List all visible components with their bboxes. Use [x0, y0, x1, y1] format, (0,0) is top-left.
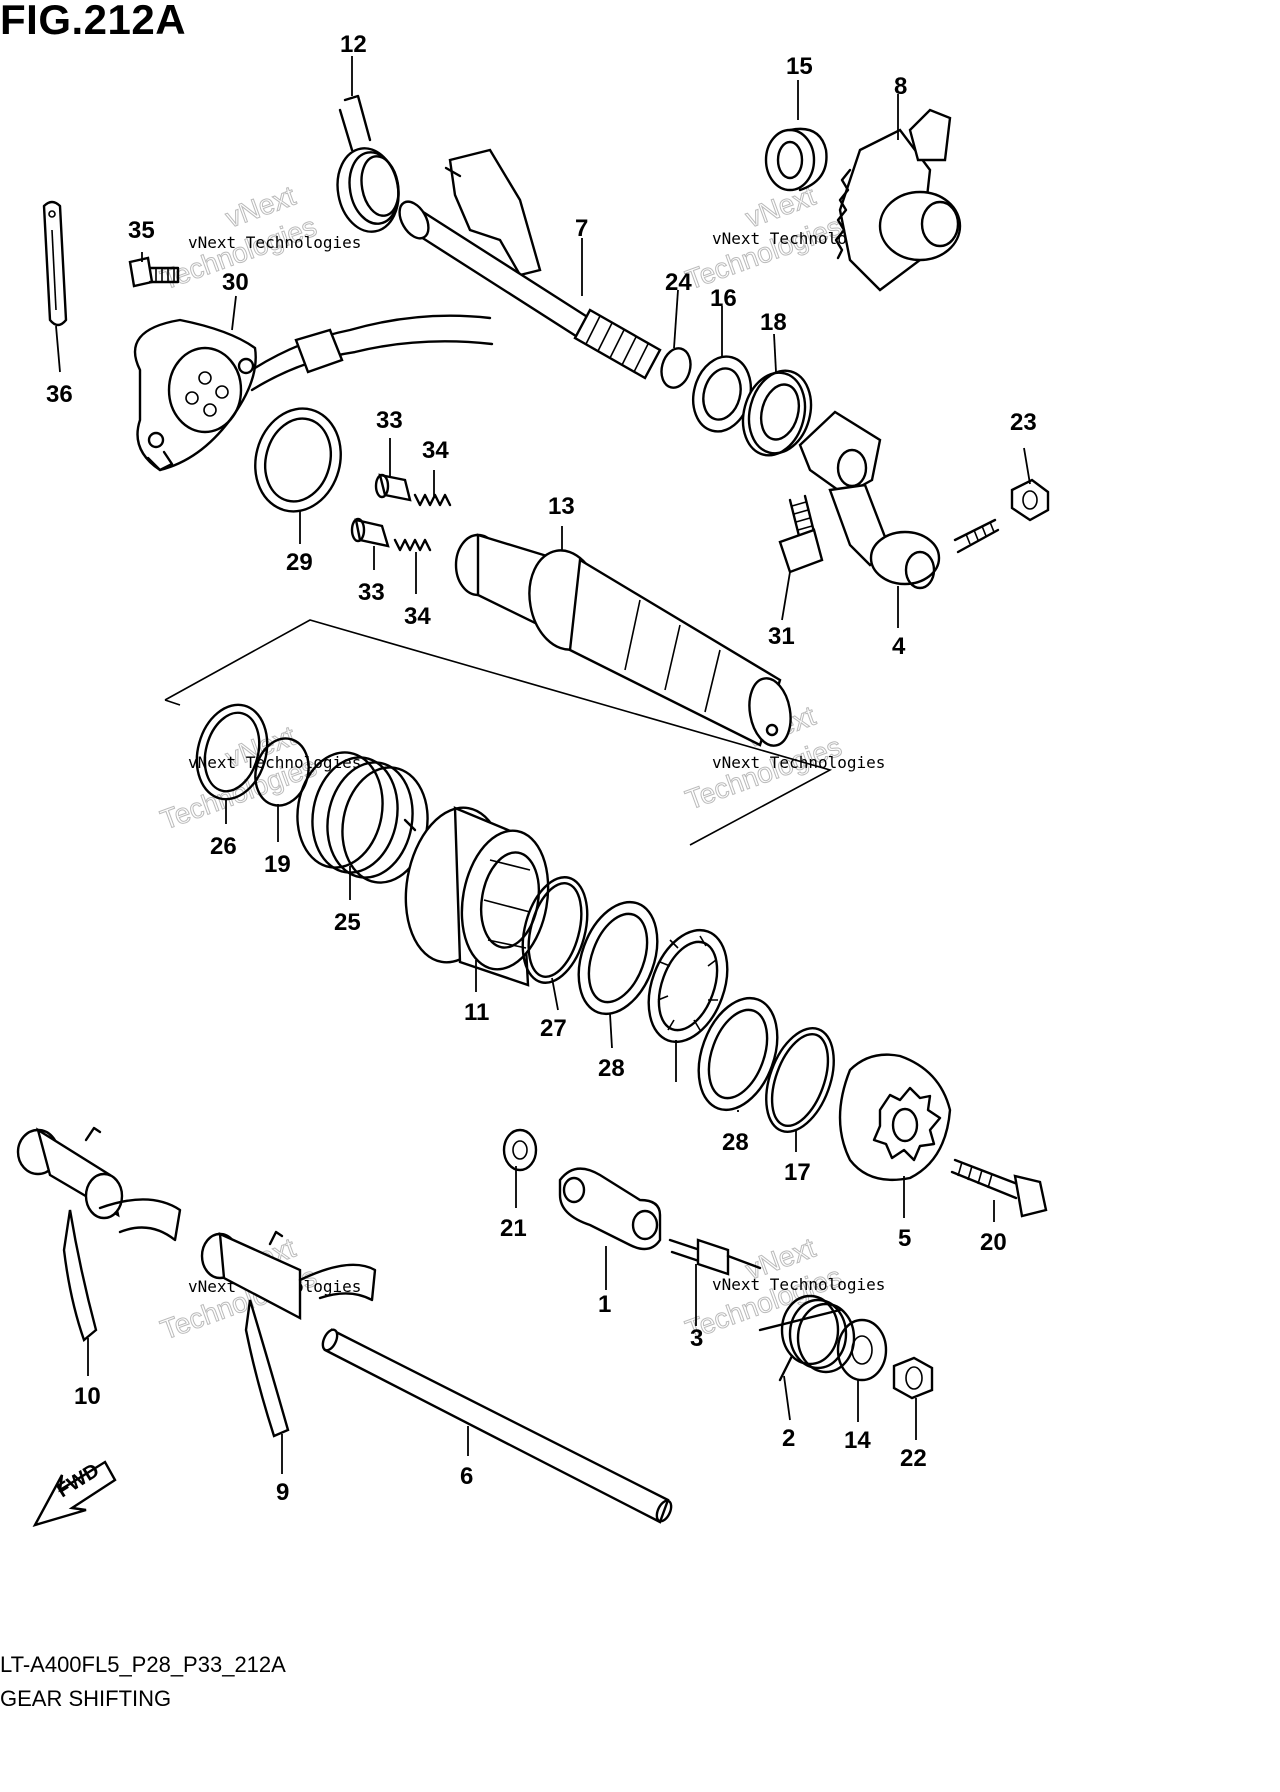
callout-13: 13	[548, 493, 575, 520]
part-28-washer-upper	[577, 900, 659, 1016]
part-8-gear-shift-arm	[834, 108, 962, 292]
part-11-gear-shift-drum	[404, 806, 550, 987]
svg-text:vNext Technologies: vNext Technologies	[712, 1275, 885, 1294]
part-22-nut	[892, 1356, 934, 1400]
callout-11: 11	[464, 999, 489, 1026]
callout-3: 3	[690, 1325, 703, 1352]
callout-34-upper: 34	[422, 437, 449, 464]
part-7-gear-shift-shaft	[398, 148, 662, 380]
part-23-nut	[1010, 478, 1050, 522]
callout-9: 9	[276, 1479, 289, 1506]
part-17-ring	[765, 1027, 835, 1133]
svg-text:vNext Technologies: vNext Technologies	[188, 233, 361, 252]
watermark-top-left: vNext Technologies vNext Technologies	[156, 179, 361, 296]
part-14-washer	[836, 1318, 888, 1382]
callout-33-lower: 33	[358, 579, 385, 606]
part-15-bushing	[764, 127, 828, 192]
part-25-spring	[296, 751, 429, 884]
part-30-o-ring	[254, 407, 342, 513]
callout-28-upper: 28	[598, 1055, 625, 1082]
part-31-bolt	[778, 494, 824, 574]
figure-code: LT-A400FL5_P28_P33_212A	[0, 1652, 286, 1677]
callout-33-upper: 33	[376, 407, 403, 434]
svg-text:vNext Technologies: vNext Technologies	[712, 753, 885, 772]
callout-19: 19	[264, 851, 291, 878]
part-2-stopper-spring	[758, 1294, 856, 1382]
callout-14: 14	[844, 1427, 871, 1454]
assembly-bracket-outline	[164, 619, 833, 846]
callout-31-value: 31	[768, 623, 795, 650]
callout-5: 5	[898, 1225, 911, 1252]
part-32-gear-position-sensor	[134, 314, 494, 472]
part-33-pin-lower	[350, 517, 390, 548]
part-34-spring-lower	[393, 538, 432, 552]
part-36-bracket	[42, 200, 68, 327]
callout-20: 20	[980, 1229, 1007, 1256]
figure-title: FIG.212A	[0, 0, 187, 43]
part-6-fork-shaft	[321, 1328, 673, 1524]
callout-labels: 12 15 8 7 24 16 18 23 35 30 36 33 34 29 …	[46, 31, 1037, 1506]
callout-2: 2	[782, 1425, 795, 1452]
callout-24: 24	[665, 269, 692, 296]
part-3-bolt	[668, 1238, 762, 1276]
callout-30: 29	[286, 549, 313, 576]
part-27-circlip	[521, 876, 589, 984]
part-33-pin-upper	[374, 473, 412, 502]
part-1-cam-stopper-arm	[558, 1167, 662, 1251]
part-28-washer-lower	[697, 996, 779, 1112]
svg-text:vNext Technologies: vNext Technologies	[188, 753, 361, 772]
part-5-cam-stopper-plate	[838, 1053, 952, 1182]
fwd-direction-arrow: FWD	[32, 1459, 117, 1527]
callout-18: 18	[760, 309, 787, 336]
part-24-circlip	[660, 347, 692, 389]
part-12-spring	[336, 94, 400, 233]
part-34-spring-upper	[413, 493, 452, 507]
callout-27: 27	[540, 1015, 567, 1042]
callout-32: 30	[222, 269, 249, 296]
leader-lines	[55, 56, 1031, 1474]
callout-15: 15	[786, 53, 813, 80]
part-10-shift-fork	[16, 1126, 182, 1343]
figure-name: GEAR SHIFTING	[0, 1686, 172, 1711]
part-4-gear-shift-lever	[798, 410, 1000, 590]
part-20-bolt	[950, 1158, 1048, 1218]
callout-36: 36	[46, 381, 73, 408]
part-26-ring	[195, 703, 269, 801]
callout-25: 25	[334, 909, 361, 936]
part-18-oil-seal	[741, 369, 813, 457]
callout-16: 16	[710, 285, 737, 312]
callout-21: 21	[500, 1215, 527, 1242]
callout-10: 10	[74, 1383, 101, 1410]
callout-23: 23	[1010, 409, 1037, 436]
callout-26: 26	[210, 833, 237, 860]
callout-4: 4	[892, 633, 906, 660]
part-9-shift-fork	[200, 1230, 377, 1438]
callout-8: 8	[894, 73, 907, 100]
part-21-washer	[502, 1128, 538, 1172]
callout-17: 17	[784, 1159, 811, 1186]
callout-7: 7	[575, 215, 588, 242]
callout-22: 22	[900, 1445, 927, 1472]
callout-28-lower: 28	[722, 1129, 749, 1156]
callout-34-lower: 34	[404, 603, 431, 630]
part-13-gear-shift-cam	[454, 533, 792, 747]
callout-35: 35	[128, 217, 155, 244]
part-29-bearing	[647, 928, 729, 1044]
callout-6: 6	[460, 1463, 473, 1490]
callout-1: 1	[598, 1291, 611, 1318]
callout-12: 12	[340, 31, 367, 58]
